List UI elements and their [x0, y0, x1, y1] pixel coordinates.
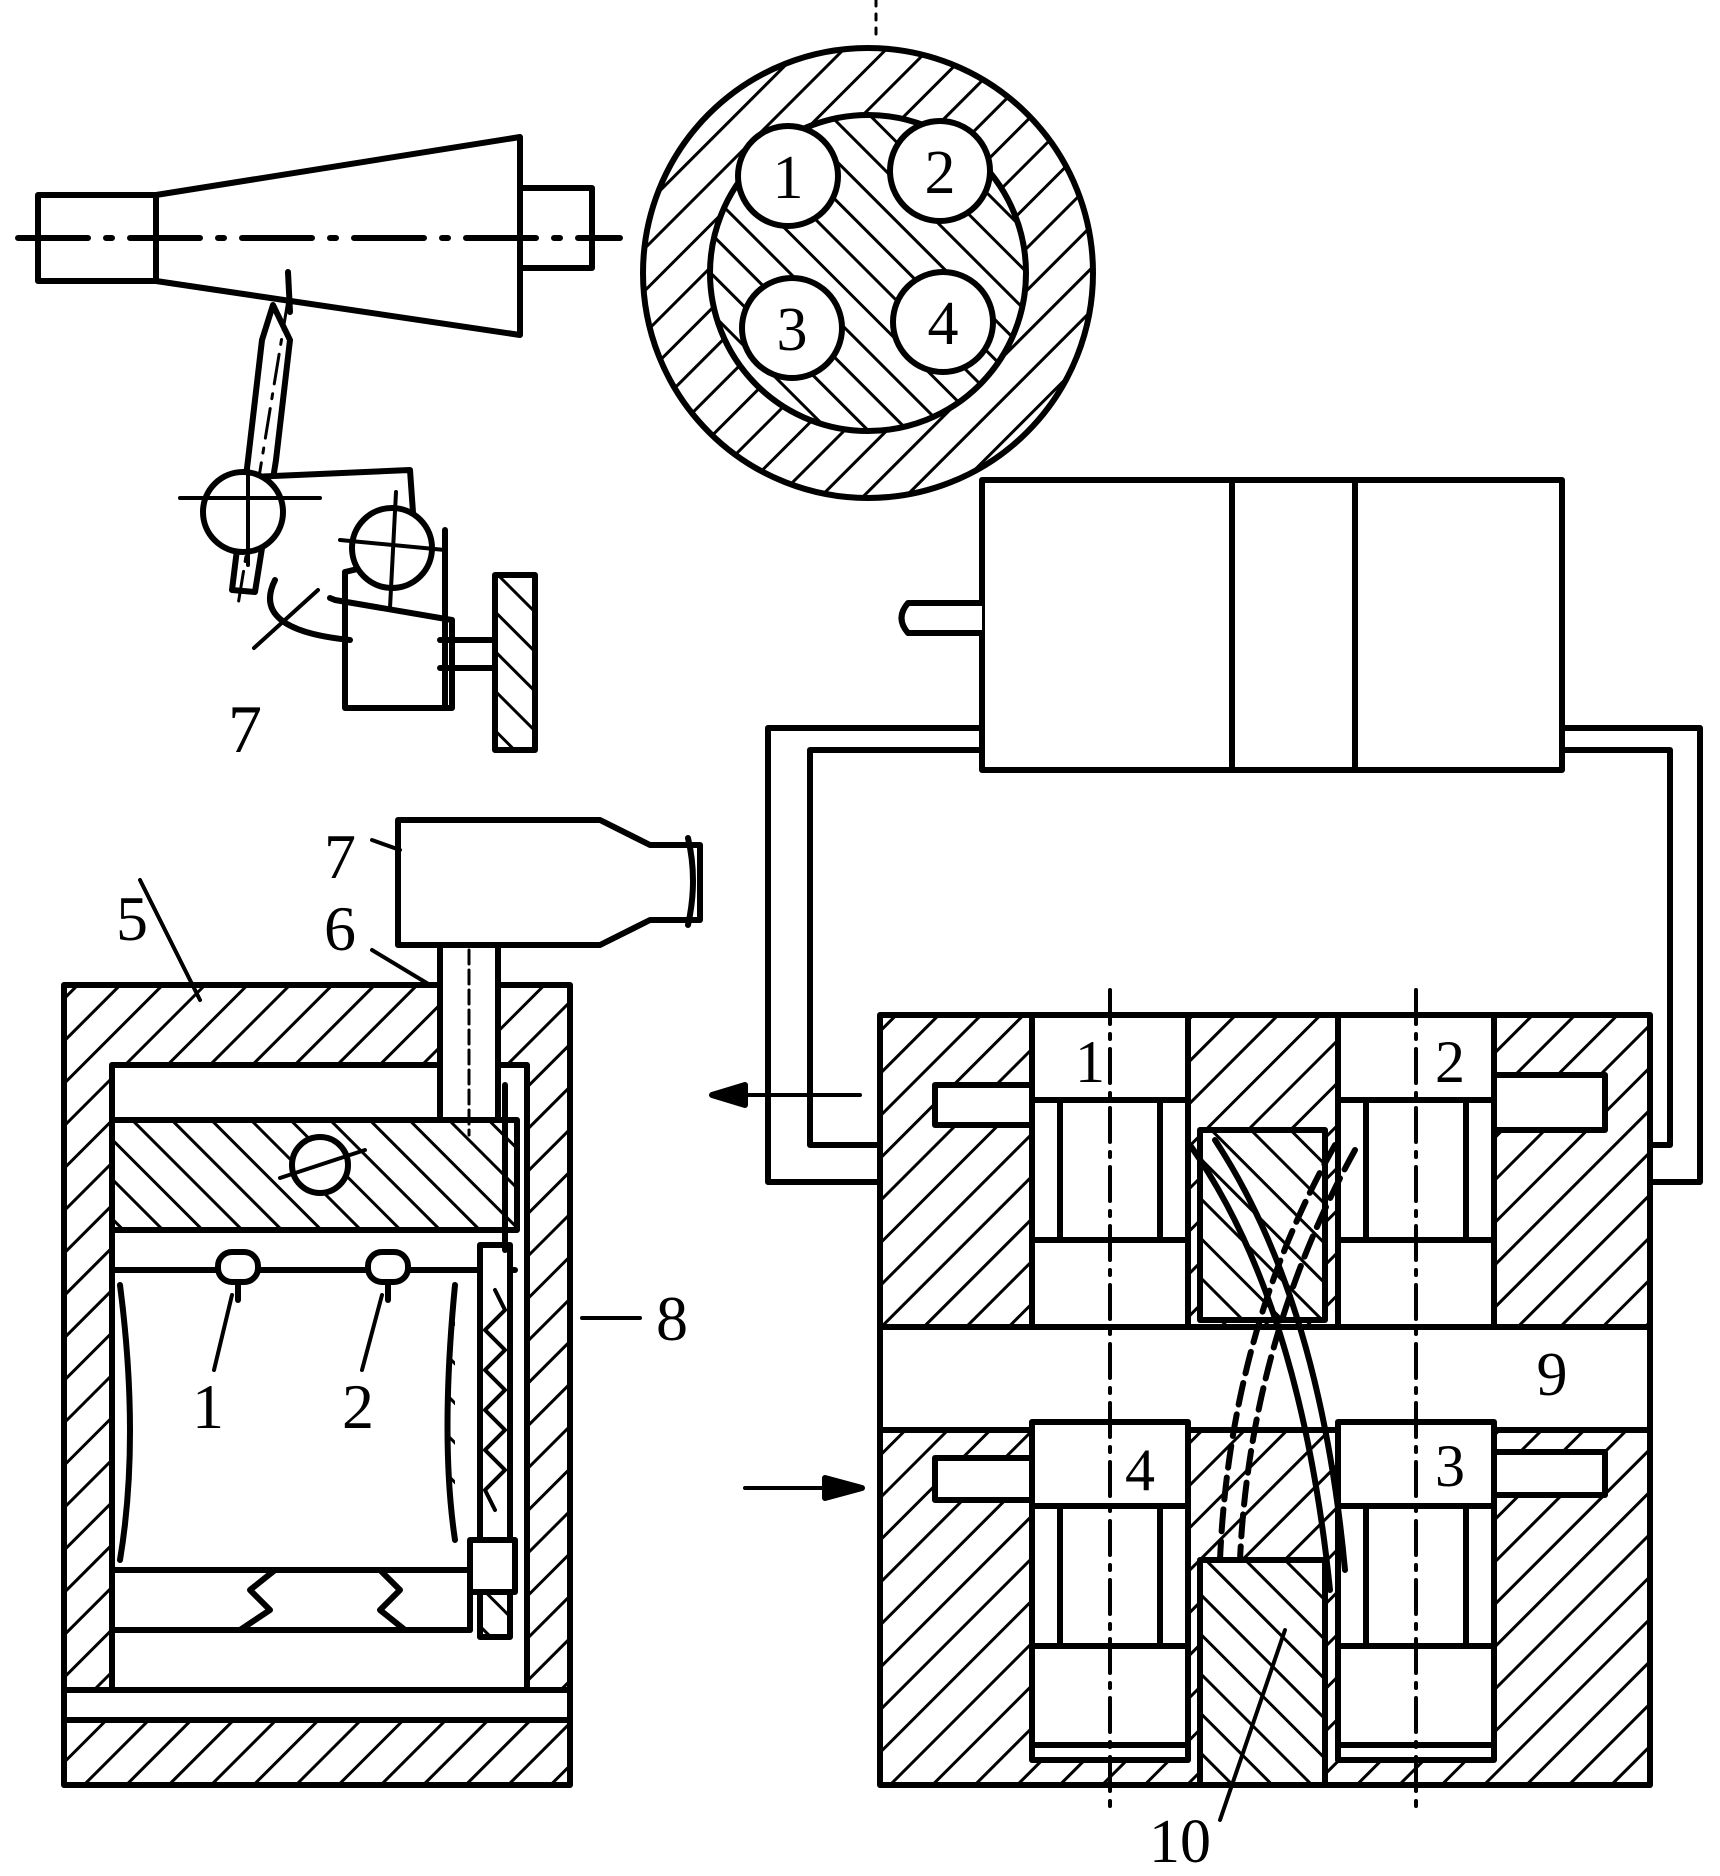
- ball-label-4: 4: [928, 290, 959, 358]
- valve-label-4: 4: [1125, 1437, 1155, 1503]
- label-5: 5: [116, 883, 148, 954]
- valve-body: [877, 988, 1653, 1812]
- arrows-and-leaders: [138, 838, 1287, 1822]
- valve-label-3: 3: [1435, 1433, 1465, 1499]
- labels: 1 2 3 4 7 7 5 6 1 2 8 1 2 3 4 9 10: [116, 139, 1568, 1876]
- head-label-7: 7: [324, 821, 356, 892]
- valve-label-2: 2: [1435, 1029, 1465, 1095]
- ball-label-2: 2: [925, 139, 956, 207]
- lever-assembly: [178, 298, 538, 753]
- switch-label-2: 2: [342, 1371, 374, 1442]
- label-6: 6: [324, 893, 356, 964]
- valve-label-1: 1: [1075, 1029, 1105, 1095]
- cylinder: [898, 477, 1565, 773]
- label-9: 9: [1537, 1341, 1568, 1409]
- ball-disc-section: [640, 0, 1096, 501]
- ball-label-3: 3: [777, 296, 808, 364]
- lever-label-7: 7: [228, 691, 262, 767]
- label-10: 10: [1149, 1808, 1211, 1876]
- label-8: 8: [656, 1283, 688, 1354]
- cone-shaft: [15, 134, 623, 338]
- sensor-box: [61, 817, 703, 1788]
- ball-label-1: 1: [773, 144, 804, 212]
- switch-label-1: 1: [192, 1371, 224, 1442]
